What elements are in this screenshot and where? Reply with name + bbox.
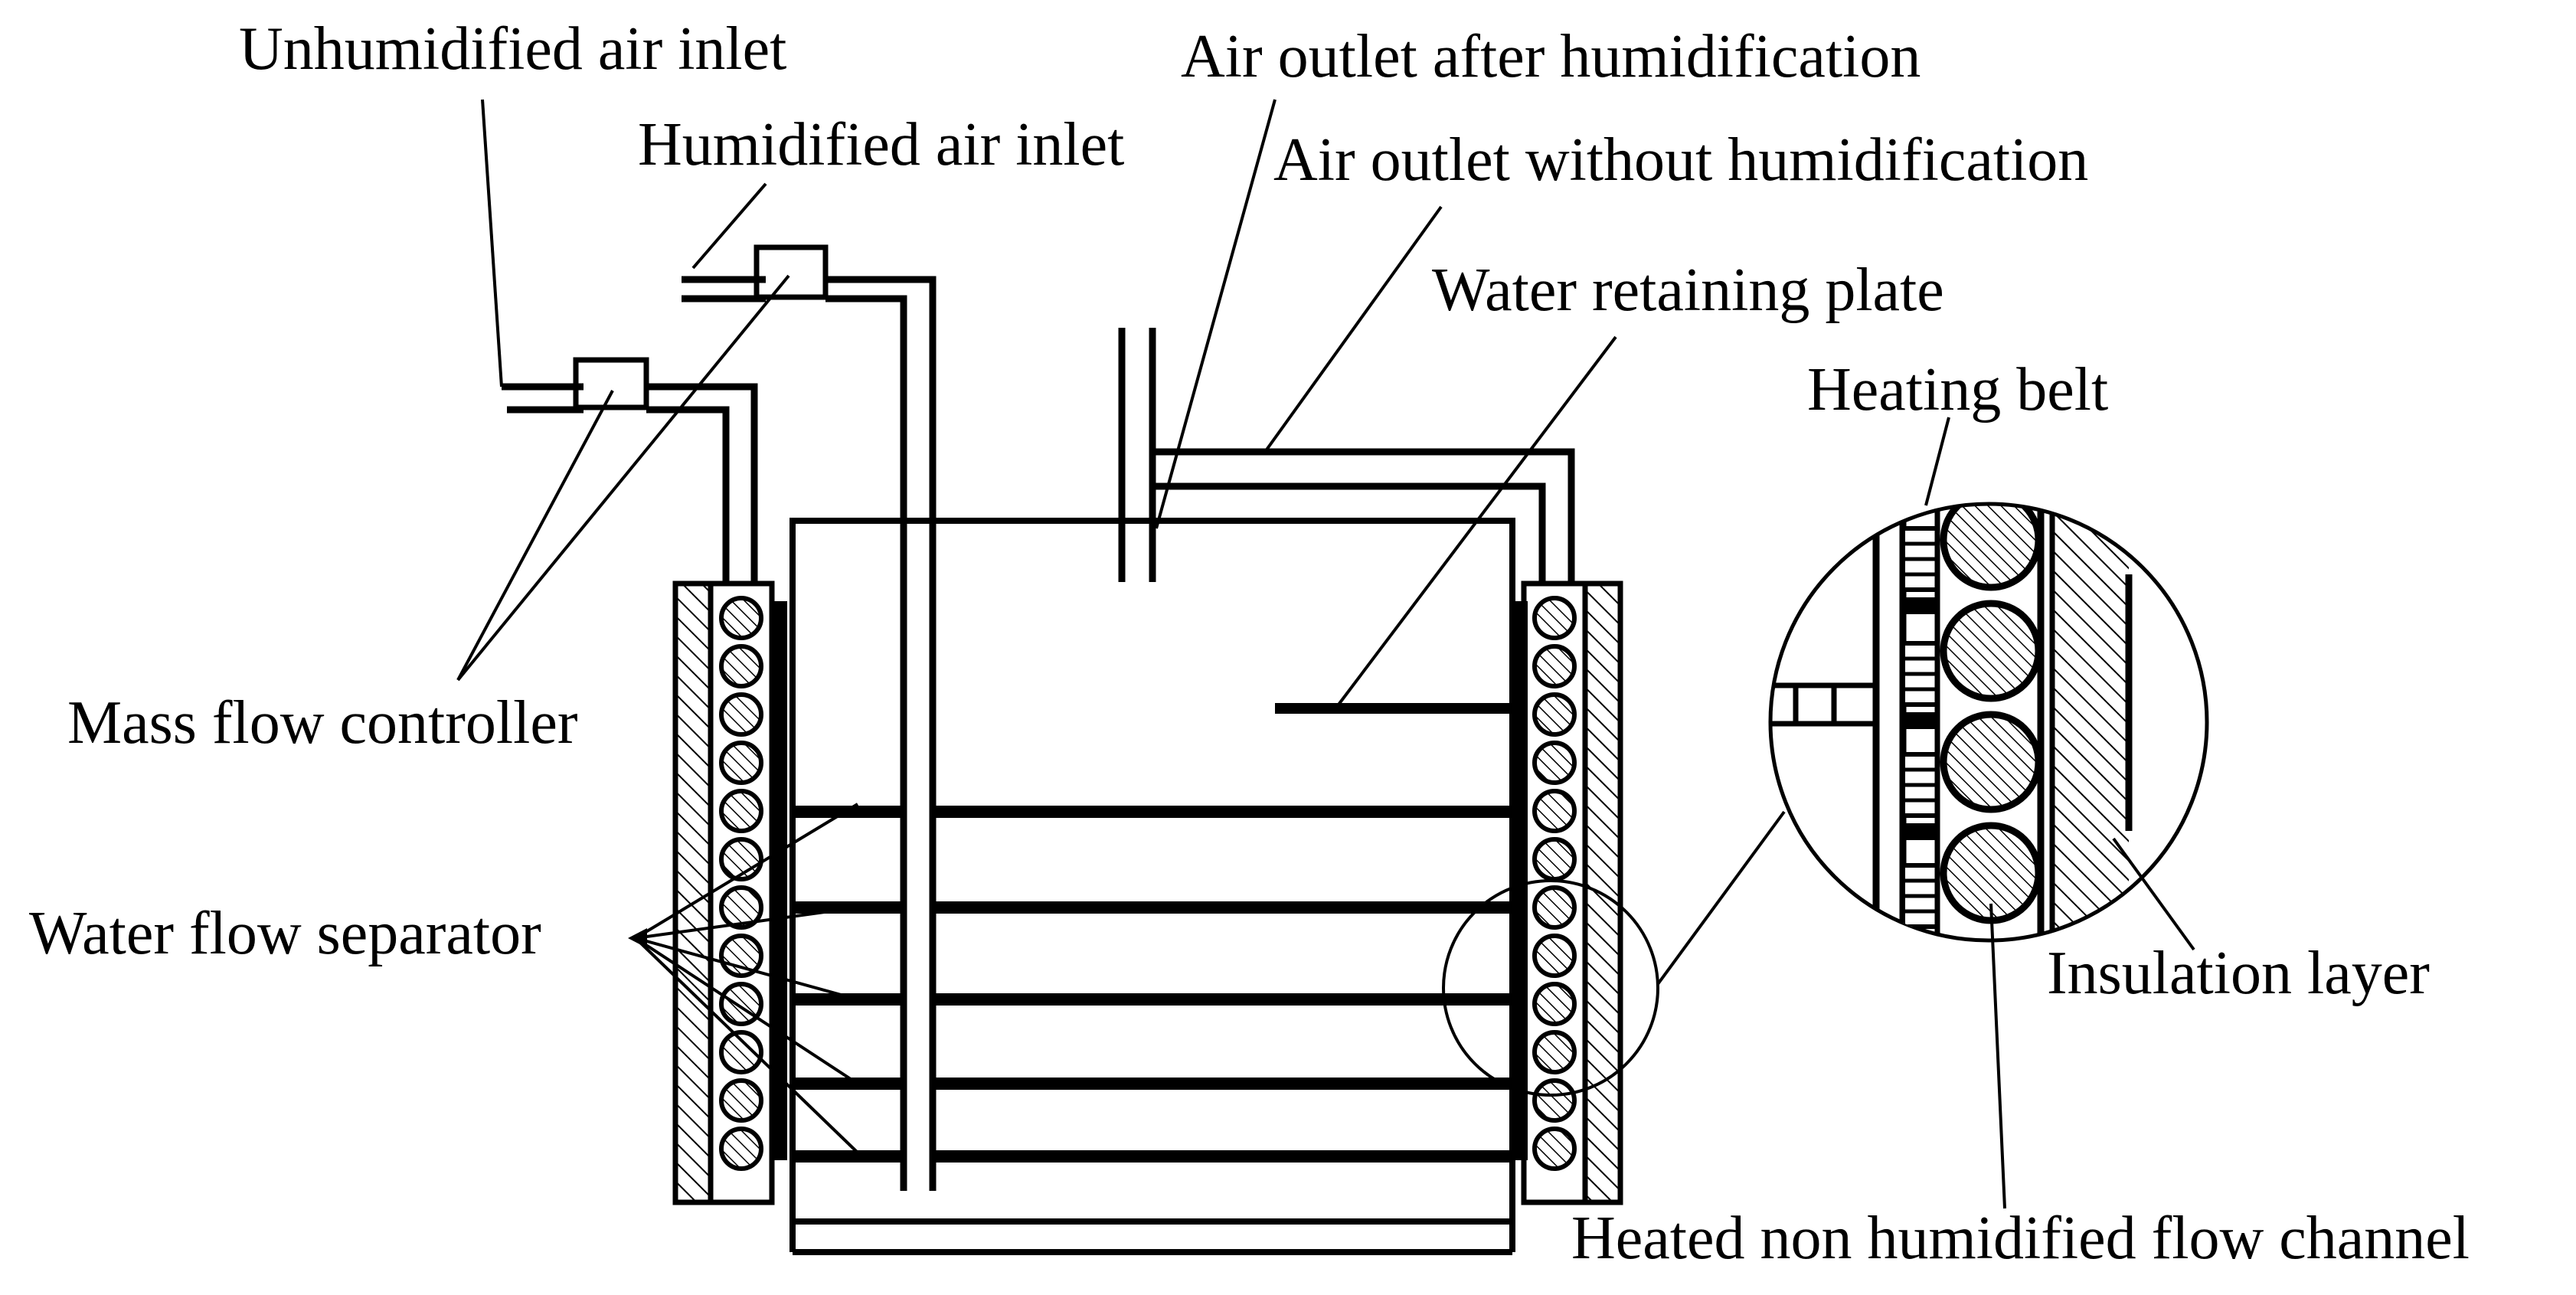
- right-coil: [1532, 1127, 1577, 1171]
- left-heating-belt: [772, 601, 787, 1160]
- label-humidified-air-inlet: Humidified air inlet: [638, 111, 1124, 178]
- label-air-outlet-after-humidification: Air outlet after humidification: [1181, 23, 1921, 90]
- right-coil: [1532, 837, 1577, 881]
- label-air-outlet-without-humidification: Air outlet without humidification: [1273, 126, 2088, 194]
- detail-magnified-view: [1768, 502, 2209, 943]
- right-coil: [1532, 934, 1577, 978]
- right-coil: [1532, 692, 1577, 737]
- label-insulation-layer: Insulation layer: [2047, 940, 2430, 1007]
- humidified-air-inlet-pipe: [682, 244, 937, 1191]
- detail-belt-block: [1903, 823, 1937, 840]
- left-coil: [719, 1078, 763, 1123]
- left-coil: [719, 741, 763, 785]
- left-heated-flow-channel-coils: [719, 596, 763, 1171]
- air-outlet-without-humidification-pipe: [1152, 448, 1575, 584]
- detail-belt-block: [1903, 934, 1937, 940]
- label-mass-flow-controller: Mass flow controller: [67, 689, 578, 757]
- right-coil: [1532, 982, 1577, 1026]
- left-coil: [719, 1030, 763, 1074]
- right-coil: [1532, 1078, 1577, 1123]
- detail-highlight-circle: [1442, 879, 1659, 1097]
- right-coil: [1532, 644, 1577, 688]
- right-coil: [1532, 885, 1577, 930]
- left-coil: [719, 596, 763, 640]
- detail-coil: [1940, 504, 2042, 591]
- detail-coil: [1940, 711, 2042, 813]
- left-coil: [719, 644, 763, 688]
- detail-belt-block: [1903, 712, 1937, 729]
- right-coil: [1532, 789, 1577, 833]
- label-unhumidified-air-inlet: Unhumidified air inlet: [239, 15, 786, 83]
- leader-lines: [456, 99, 2195, 1209]
- right-heating-belt: [1512, 601, 1528, 1160]
- right-coil: [1532, 596, 1577, 640]
- left-coil: [719, 1127, 763, 1171]
- detail-belt-block: [1903, 597, 1937, 614]
- unhumidified-air-inlet-pipe: [502, 357, 758, 584]
- label-heating-belt: Heating belt: [1807, 356, 2108, 423]
- label-water-flow-separator: Water flow separator: [29, 900, 541, 967]
- left-coil: [719, 789, 763, 833]
- label-heated-non-humidified-flow-channel: Heated non humidified flow channel: [1571, 1205, 2470, 1272]
- left-insulation-layer: [672, 580, 714, 1205]
- label-water-retaining-plate: Water retaining plate: [1432, 257, 1944, 324]
- right-coil: [1532, 741, 1577, 785]
- right-coil: [1532, 1030, 1577, 1074]
- detail-coil: [1940, 600, 2042, 702]
- left-coil: [719, 692, 763, 737]
- air-outlet-after-humidification-pipe: [1118, 328, 1156, 582]
- right-heated-flow-channel-coils: [1532, 596, 1577, 1171]
- water-flow-separator-arrowhead: [628, 928, 647, 948]
- left-coil: [719, 885, 763, 930]
